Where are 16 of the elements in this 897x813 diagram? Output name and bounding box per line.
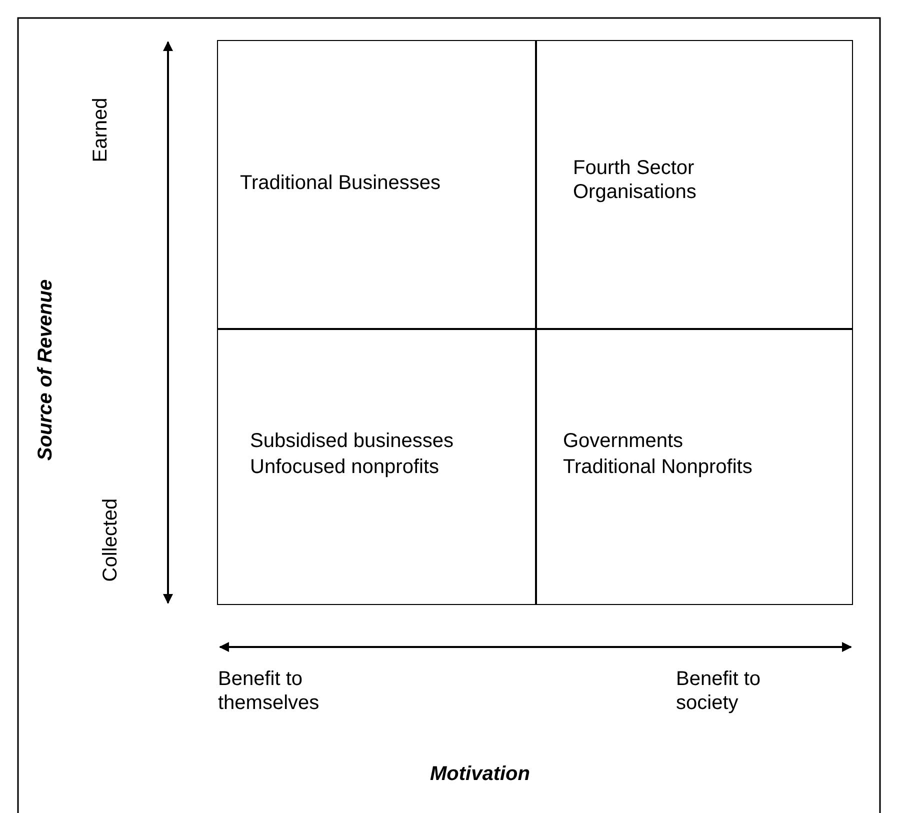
- axis-title: Source of Revenue: [33, 279, 58, 461]
- quadrant-cell: [535, 328, 853, 605]
- quadrant-label: Subsidised businesses: [250, 429, 454, 453]
- quadrant-cell: [217, 328, 537, 605]
- axis-label: Earned: [88, 98, 112, 162]
- axis-label: Benefit to society: [676, 667, 762, 715]
- axis-label: Benefit to themselves: [218, 667, 320, 715]
- quadrant-label: Traditional Nonprofits: [563, 455, 752, 479]
- quadrant-label: Unfocused nonprofits: [250, 455, 440, 479]
- quadrant-label: Traditional Businesses: [240, 171, 440, 195]
- quadrant-cell: [535, 40, 853, 330]
- axis-title: Motivation: [430, 762, 530, 786]
- quadrant-label: Governments: [563, 429, 684, 453]
- quadrant-label: Fourth Sector Organisations: [573, 156, 698, 204]
- axis-label: Collected: [98, 498, 122, 582]
- quadrant-cell: [217, 40, 537, 330]
